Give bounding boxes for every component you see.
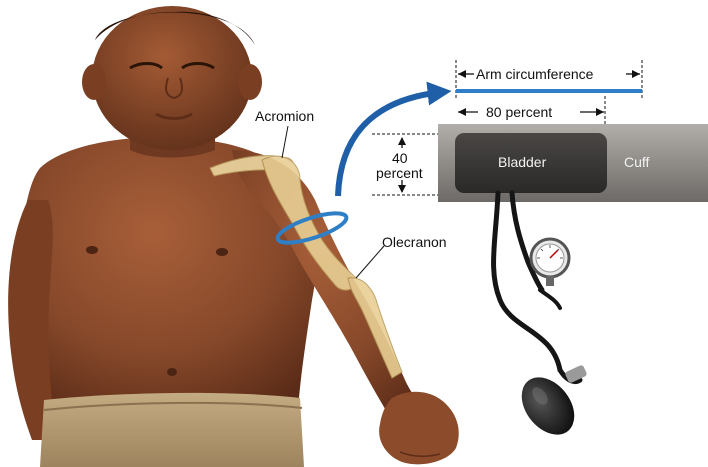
head bbox=[92, 6, 252, 150]
olecranon-label: Olecranon bbox=[382, 234, 447, 250]
olecranon-leader bbox=[356, 246, 384, 278]
acromion-label: Acromion bbox=[255, 108, 314, 124]
inflation-bulb-icon bbox=[511, 364, 588, 444]
right-hand bbox=[379, 392, 459, 465]
arm-circumference-label: Arm circumference bbox=[476, 66, 593, 82]
bladder-label: Bladder bbox=[498, 154, 546, 170]
cuff-label: Cuff bbox=[624, 154, 649, 170]
acromion-leader bbox=[282, 126, 288, 158]
eighty-percent-label: 80 percent bbox=[486, 104, 552, 120]
percent-label: percent bbox=[376, 165, 423, 181]
forty-label: 40 bbox=[392, 150, 408, 166]
tubing bbox=[494, 193, 580, 382]
